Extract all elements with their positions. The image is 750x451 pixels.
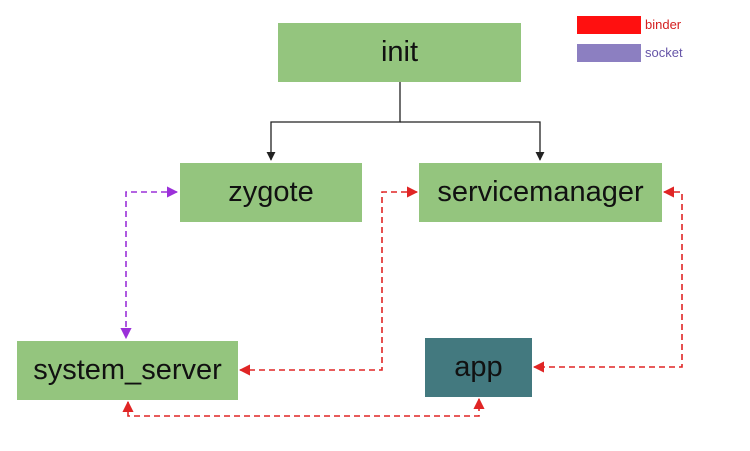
edge-servicemanager-app bbox=[532, 186, 683, 373]
legend-socket-label: socket bbox=[645, 45, 683, 60]
legend-binder-label: binder bbox=[645, 17, 682, 32]
edge-init-servicemanager bbox=[400, 121, 545, 161]
node-system_server: system_server bbox=[17, 341, 238, 400]
node-app: app bbox=[425, 338, 532, 397]
node-init: init bbox=[278, 23, 521, 82]
edge-zygote-system_server bbox=[120, 186, 179, 340]
node-init-label: init bbox=[380, 36, 419, 68]
node-zygote-label: zygote bbox=[228, 176, 314, 208]
node-servicemanager: servicemanager bbox=[419, 163, 662, 222]
legend-socket-swatch bbox=[577, 44, 641, 62]
node-servicemanager-label: servicemanager bbox=[437, 176, 644, 208]
legend-binder-swatch bbox=[577, 16, 641, 34]
edge-system_server-app bbox=[122, 397, 485, 417]
node-system_server-label: system_server bbox=[33, 354, 222, 386]
edge-init-zygote bbox=[266, 82, 401, 161]
node-zygote: zygote bbox=[180, 163, 362, 222]
edge-servicemanager-system_server bbox=[238, 186, 419, 376]
node-app-label: app bbox=[454, 351, 503, 383]
